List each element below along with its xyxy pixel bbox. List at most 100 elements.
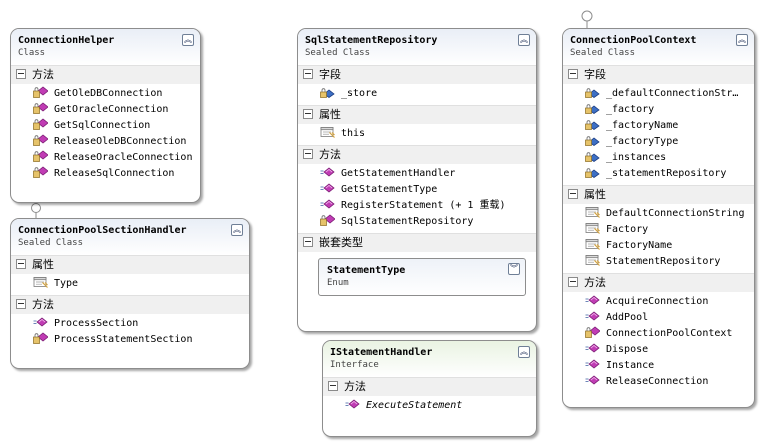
collapse-toggle-icon[interactable]	[16, 69, 26, 79]
member-method[interactable]: GetSqlConnection	[11, 118, 200, 134]
collapse-toggle-icon[interactable]	[568, 277, 578, 287]
member-method[interactable]: ProcessStatementSection	[11, 332, 249, 348]
collapse-toggle-icon[interactable]	[328, 381, 338, 391]
fields-list: _store	[298, 84, 536, 105]
collapse-toggle-icon[interactable]	[568, 189, 578, 199]
member-field[interactable]: _factory	[563, 102, 754, 118]
member-method[interactable]: ReleaseConnection	[563, 374, 754, 390]
member-method[interactable]: ProcessSection	[11, 316, 249, 332]
methods-list: AcquireConnection AddPool ConnectionPool…	[563, 292, 754, 393]
collapse-chevron-icon[interactable]: ︽	[518, 346, 530, 358]
section-properties-header[interactable]: 属性	[298, 105, 536, 124]
class-header[interactable]: SqlStatementRepository Sealed Class ︽	[298, 29, 536, 65]
section-methods-header[interactable]: 方法	[323, 377, 536, 396]
field-icon	[585, 134, 600, 146]
protected-method-icon	[585, 326, 600, 338]
collapse-toggle-icon[interactable]	[16, 259, 26, 269]
class-connection-pool-section-handler[interactable]: ConnectionPoolSectionHandler Sealed Clas…	[10, 218, 250, 369]
collapse-chevron-icon[interactable]: ︽	[736, 34, 748, 46]
section-methods-header[interactable]: 方法	[563, 273, 754, 292]
field-icon	[585, 150, 600, 162]
member-property[interactable]: Factory	[563, 222, 754, 238]
member-method[interactable]: RegisterStatement (+ 1 重载)	[298, 198, 536, 214]
interface-istatement-handler[interactable]: IStatementHandler Interface ︽ 方法 Execute…	[322, 340, 537, 437]
class-name: ConnectionPoolSectionHandler	[18, 225, 187, 236]
member-method[interactable]: Instance	[563, 358, 754, 374]
method-icon	[33, 316, 48, 328]
class-header[interactable]: ConnectionPoolSectionHandler Sealed Clas…	[11, 219, 249, 255]
expand-chevron-icon[interactable]: ︾	[508, 263, 520, 275]
class-sql-statement-repository[interactable]: SqlStatementRepository Sealed Class ︽ 字段…	[297, 28, 537, 332]
protected-method-icon	[33, 118, 48, 130]
member-method[interactable]: AcquireConnection	[563, 294, 754, 310]
member-method[interactable]: GetStatementHandler	[298, 166, 536, 182]
property-icon	[33, 276, 48, 288]
class-header[interactable]: ConnectionPoolContext Sealed Class ︽	[563, 29, 754, 65]
member-method[interactable]: ReleaseSqlConnection	[11, 166, 200, 182]
field-icon	[320, 86, 335, 98]
member-property[interactable]: Type	[11, 276, 249, 292]
collapse-toggle-icon[interactable]	[303, 109, 313, 119]
member-field[interactable]: _factoryName	[563, 118, 754, 134]
collapse-toggle-icon[interactable]	[303, 149, 313, 159]
collapse-toggle-icon[interactable]	[303, 69, 313, 79]
collapse-chevron-icon[interactable]: ︽	[518, 34, 530, 46]
section-methods-header[interactable]: 方法	[298, 145, 536, 164]
section-fields-header[interactable]: 字段	[298, 65, 536, 84]
member-method[interactable]: SqlStatementRepository	[298, 214, 536, 230]
collapse-toggle-icon[interactable]	[303, 237, 313, 247]
class-header[interactable]: IStatementHandler Interface ︽	[323, 341, 536, 377]
member-field[interactable]: _instances	[563, 150, 754, 166]
member-method[interactable]: ConnectionPoolContext	[563, 326, 754, 342]
section-properties-header[interactable]: 属性	[11, 255, 249, 274]
member-method[interactable]: GetOracleConnection	[11, 102, 200, 118]
methods-list: GetOleDBConnection GetOracleConnection G…	[11, 84, 200, 185]
nested-type-name: StatementType	[327, 265, 406, 276]
member-method[interactable]: GetStatementType	[298, 182, 536, 198]
method-icon	[585, 342, 600, 354]
section-fields-header[interactable]: 字段	[563, 65, 754, 84]
collapse-toggle-icon[interactable]	[568, 69, 578, 79]
protected-method-icon	[33, 150, 48, 162]
protected-method-icon	[33, 102, 48, 114]
collapse-toggle-icon[interactable]	[16, 299, 26, 309]
collapse-chevron-icon[interactable]: ︽	[182, 34, 194, 46]
member-field[interactable]: _statementRepository	[563, 166, 754, 182]
member-field[interactable]: _defaultConnectionStr…	[563, 86, 754, 102]
field-icon	[585, 102, 600, 114]
class-kind: Sealed Class	[305, 48, 371, 58]
member-property[interactable]: StatementRepository	[563, 254, 754, 270]
section-methods-header[interactable]: 方法	[11, 65, 200, 84]
member-property[interactable]: DefaultConnectionString	[563, 206, 754, 222]
class-kind: Class	[18, 48, 46, 58]
member-method[interactable]: AddPool	[563, 310, 754, 326]
method-icon	[585, 374, 600, 386]
member-field[interactable]: _factoryType	[563, 134, 754, 150]
property-icon	[585, 206, 600, 218]
member-method[interactable]: ExecuteStatement	[323, 398, 536, 414]
collapse-chevron-icon[interactable]: ︽	[231, 224, 243, 236]
property-icon	[585, 254, 600, 266]
member-method[interactable]: Dispose	[563, 342, 754, 358]
section-methods-header[interactable]: 方法	[11, 295, 249, 314]
property-icon	[585, 238, 600, 250]
method-icon	[345, 398, 360, 410]
method-icon	[585, 358, 600, 370]
class-connection-helper[interactable]: ConnectionHelper Class ︽ 方法 GetOleDBConn…	[10, 28, 201, 203]
class-header[interactable]: ConnectionHelper Class ︽	[11, 29, 200, 65]
member-method[interactable]: GetOleDBConnection	[11, 86, 200, 102]
section-nested-types-header[interactable]: 嵌套类型	[298, 233, 536, 252]
nested-type-statement-type[interactable]: StatementType Enum ︾	[318, 258, 526, 296]
protected-method-icon	[33, 166, 48, 178]
member-method[interactable]: ReleaseOleDBConnection	[11, 134, 200, 150]
member-method[interactable]: ReleaseOracleConnection	[11, 150, 200, 166]
method-icon	[585, 310, 600, 322]
member-property[interactable]: FactoryName	[563, 238, 754, 254]
class-connection-pool-context[interactable]: ConnectionPoolContext Sealed Class ︽ 字段 …	[562, 28, 755, 408]
member-property[interactable]: this	[298, 126, 536, 142]
method-icon	[320, 198, 335, 210]
section-properties-header[interactable]: 属性	[563, 185, 754, 204]
protected-method-icon	[320, 214, 335, 226]
member-field[interactable]: _store	[298, 86, 536, 102]
method-icon	[320, 182, 335, 194]
